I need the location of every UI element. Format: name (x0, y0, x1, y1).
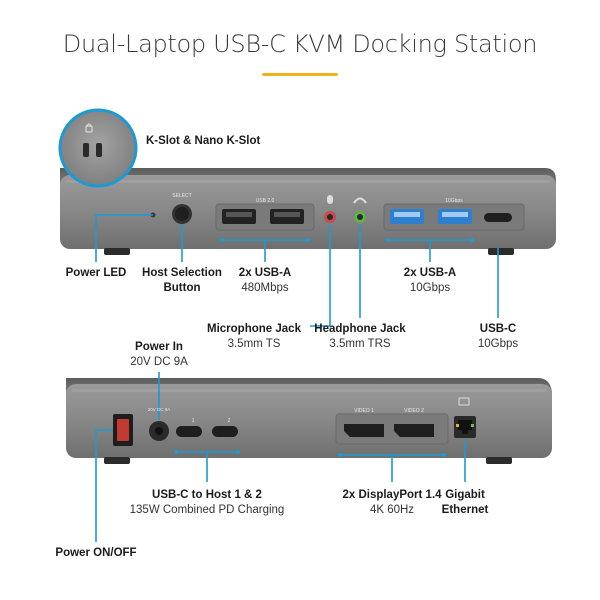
usb-c-host-spec: 135W Combined PD Charging (129, 504, 285, 516)
usb10-print: 10Gbps (445, 198, 463, 204)
displayport-spec: 4K 60Hz (369, 504, 415, 516)
title-underline (262, 73, 338, 76)
ethernet-label: Gigabit Ethernet (430, 488, 500, 518)
displayport-label: 2x DisplayPort 1.4 4K 60Hz (332, 488, 452, 518)
usb-a-480-label: 2x USB-A 480Mbps (220, 266, 310, 296)
video1-print: VIDEO 1 (354, 408, 374, 414)
kslot-label: K-Slot & Nano K-Slot (146, 134, 260, 149)
usb-a-10g-name: 2x USB-A (403, 267, 457, 279)
usb-c-host-name: USB-C to Host 1 & 2 (152, 489, 262, 501)
video2-print: VIDEO 2 (404, 408, 424, 414)
front-callouts (95, 214, 499, 327)
microphone-name: Microphone Jack (207, 323, 301, 335)
power-in-label: Power In 20V DC 9A (110, 340, 208, 370)
headphone-name: Headphone Jack (314, 323, 406, 335)
usb-c-host-label: USB-C to Host 1 & 2 135W Combined PD Cha… (128, 488, 286, 518)
host-selection-line2: Button (163, 282, 201, 294)
usb-c-spec: 10Gbps (477, 338, 519, 350)
dc-print: 20V DC 9A (148, 407, 171, 412)
usb-a-10g-spec: 10Gbps (409, 282, 451, 294)
ethernet-line1: Gigabit (445, 489, 485, 501)
microphone-label: Microphone Jack 3.5mm TS (196, 322, 312, 352)
power-switch-label: Power ON/OFF (44, 546, 148, 561)
usb2-print: USB 2.0 (256, 198, 275, 204)
usb-c-name: USB-C (479, 323, 517, 335)
host-selection-line1: Host Selection (142, 267, 222, 279)
power-switch-name: Power ON/OFF (55, 547, 137, 559)
kslot-zoom (58, 108, 138, 188)
displayport-name: 2x DisplayPort 1.4 (342, 489, 442, 501)
kslot-name: K-Slot & Nano K-Slot (146, 135, 261, 147)
power-in-name: Power In (135, 341, 183, 353)
host2-print: 2 (228, 418, 231, 424)
headphone-label: Headphone Jack 3.5mm TRS (308, 322, 412, 352)
usb-a-10g-label: 2x USB-A 10Gbps (385, 266, 475, 296)
headphone-spec: 3.5mm TRS (329, 338, 391, 350)
microphone-spec: 3.5mm TS (227, 338, 281, 350)
front-dock (60, 168, 556, 255)
usb-a-480-name: 2x USB-A (238, 267, 292, 279)
power-led-label: Power LED (50, 266, 142, 281)
usb-a-480-spec: 480Mbps (241, 282, 289, 294)
select-print: SELECT (172, 193, 191, 199)
rear-dock (66, 378, 552, 464)
host-selection-label: Host Selection Button (130, 266, 234, 296)
ethernet-line2: Ethernet (441, 504, 489, 516)
power-led-name: Power LED (65, 267, 127, 279)
power-in-spec: 20V DC 9A (130, 356, 188, 368)
page-title: Dual-Laptop USB-C KVM Docking Station (62, 30, 538, 58)
rear-callouts (95, 372, 466, 542)
usb-c-label: USB-C 10Gbps (463, 322, 533, 352)
host1-print: 1 (192, 418, 195, 424)
